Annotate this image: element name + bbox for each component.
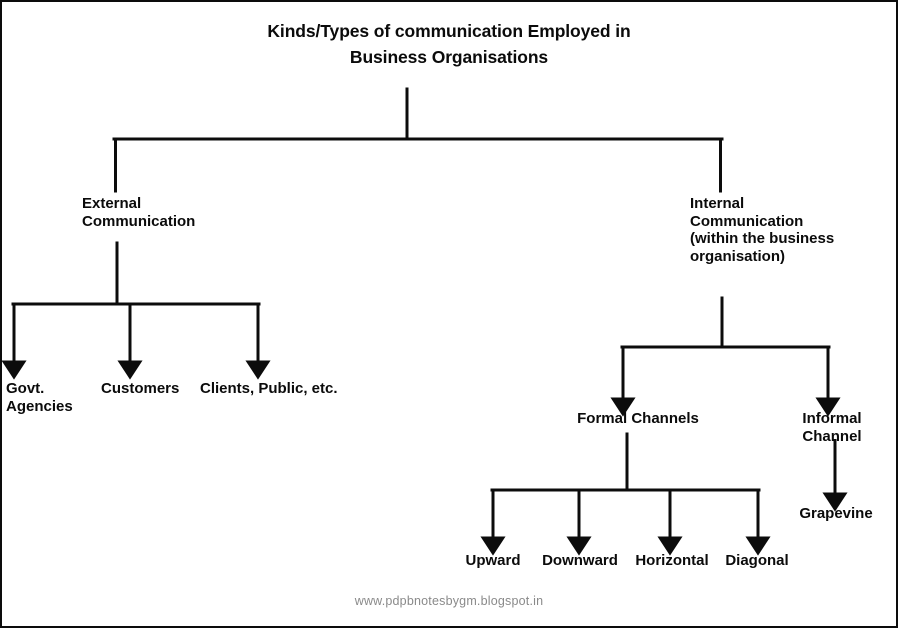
node-external-communication[interactable]: External Communication <box>82 195 196 230</box>
node-grapevine[interactable]: Grapevine <box>799 505 873 522</box>
diagram-title-line-2: Business Organisations <box>349 47 549 68</box>
node-formal-channels[interactable]: Formal Channels <box>577 410 699 427</box>
node-horizontal[interactable]: Horizontal <box>635 552 709 569</box>
node-upward[interactable]: Upward <box>465 552 521 569</box>
diagram-title: Kinds/Types of communication Employed in… <box>2 18 896 71</box>
diagram-title-line-1: Kinds/Types of communication Employed in <box>267 21 631 41</box>
watermark-url: www.pdpbnotesbygm.blogspot.in <box>354 594 544 608</box>
node-diagonal[interactable]: Diagonal <box>725 552 789 569</box>
node-customers[interactable]: Customers <box>101 380 180 397</box>
node-internal-communication[interactable]: Internal Communication (within the busin… <box>690 195 835 266</box>
node-downward[interactable]: Downward <box>542 552 618 569</box>
node-govt-agencies[interactable]: Govt. Agencies <box>6 380 73 415</box>
node-informal-channel[interactable]: Informal Channel <box>802 410 862 445</box>
node-clients-public[interactable]: Clients, Public, etc. <box>200 380 338 397</box>
